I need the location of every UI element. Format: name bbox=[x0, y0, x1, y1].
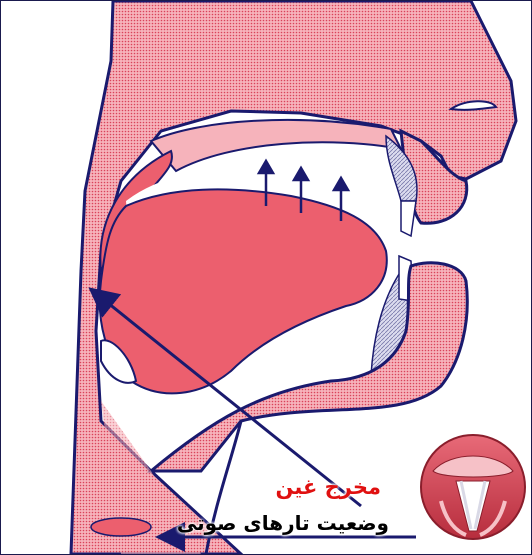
vocal-cords-icon bbox=[415, 429, 531, 545]
tongue bbox=[100, 189, 387, 393]
vocal-cords bbox=[91, 518, 151, 536]
palate bbox=[151, 120, 401, 171]
articulation-point-label: مخرج غین bbox=[276, 475, 381, 499]
vocal-cords-state-label: وضعیت تارهای صوتی bbox=[177, 511, 389, 535]
